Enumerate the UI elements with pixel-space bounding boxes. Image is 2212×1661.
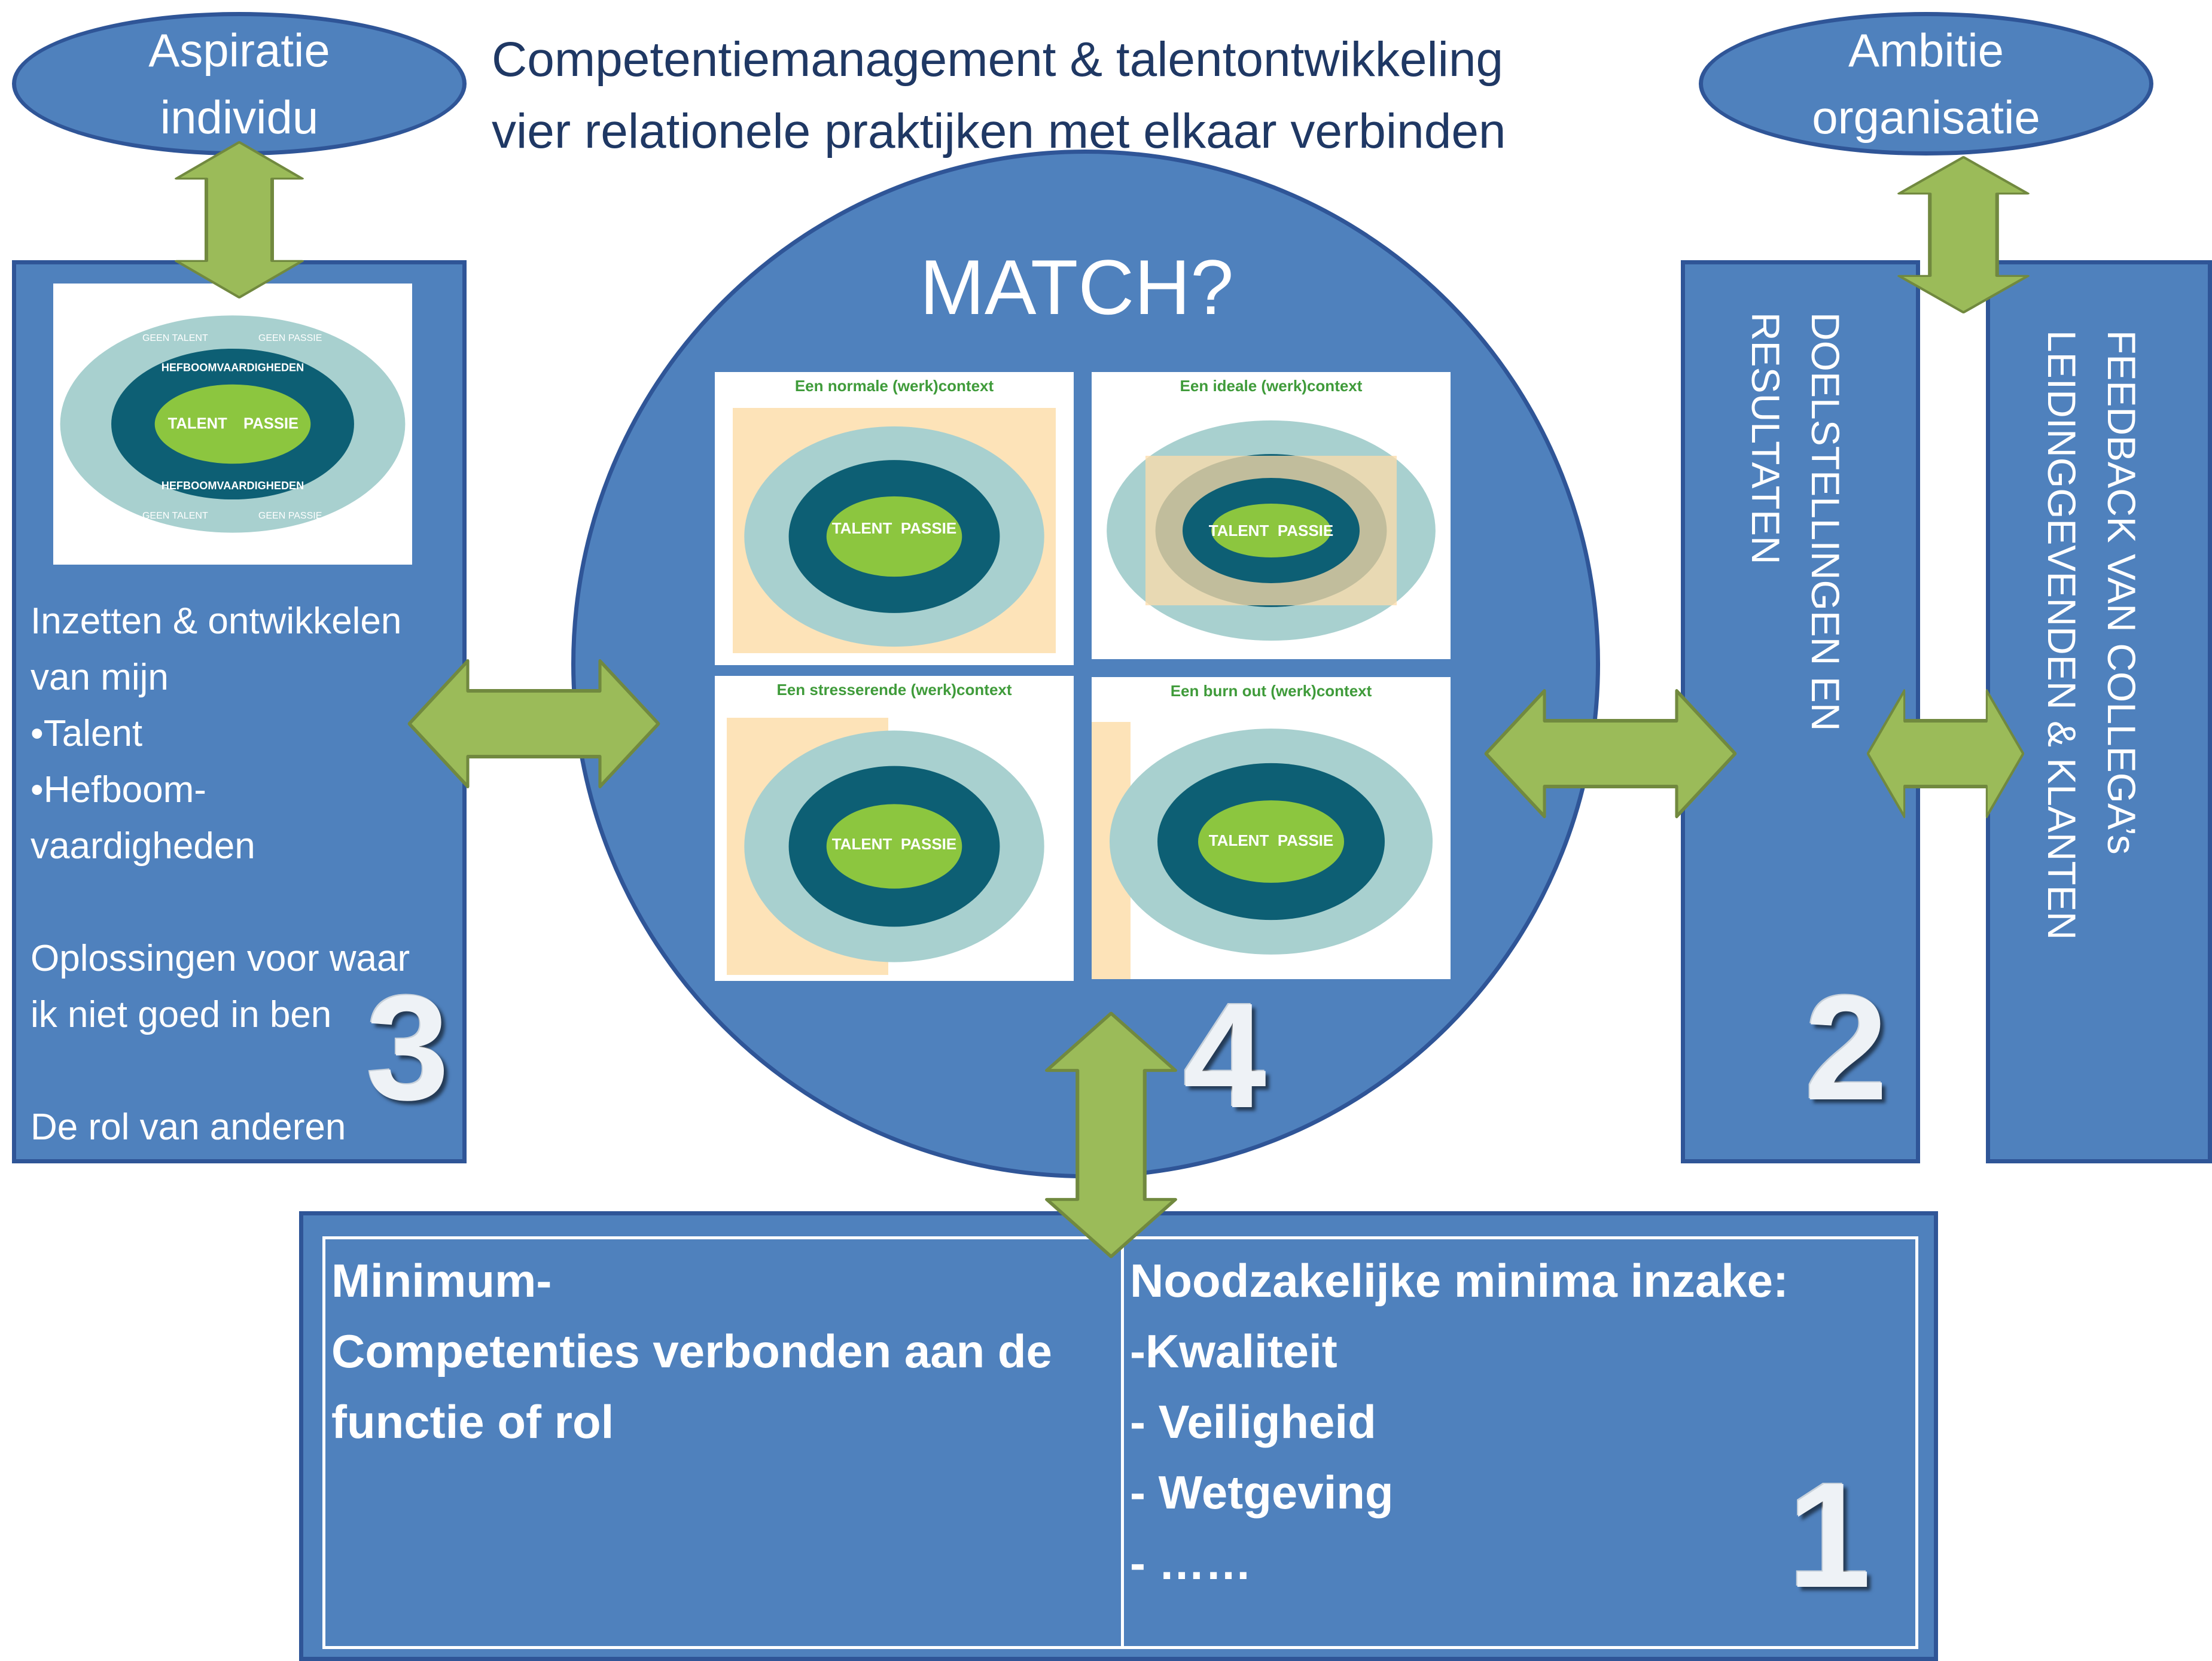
noodzakelijke-minima-text: Noodzakelijke minima inzake: -Kwaliteit … [1130,1245,1789,1598]
bottom-right-line-5: - …… [1130,1537,1252,1589]
quadrant-stress-core: TALENT PASSIE [715,835,1074,854]
model-geen-talent-top: GEEN TALENT [142,333,208,343]
title-line-2: vier relationele praktijken met elkaar v… [492,104,1506,159]
quadrant-ideal-core: TALENT PASSIE [1092,522,1451,540]
doelstellingen-line-2: RESULTATEN [1744,312,1788,565]
bottom-right-line-1: Noodzakelijke minima inzake: [1130,1254,1789,1307]
arrow-ambitie-to-panels [1896,156,2031,314]
left-panel-individual: GEEN TALENT GEEN PASSIE HEFBOOMVAARDIGHE… [12,260,467,1163]
arrow-left-panel-to-circle [407,658,661,790]
bottom-left-line-3: functie of rol [331,1395,614,1448]
number-2: 2 [1805,964,1888,1131]
model-talent: TALENT [168,415,228,432]
doelstellingen-line-1: DOELSTELLINGEN EN [1803,312,1848,732]
q4-passie: PASSIE [1277,831,1334,849]
feedback-text: FEEDBACK VAN COLLEGA’s LEIDINGGEVENDEN &… [2032,330,2152,940]
quadrant-stress-title: Een stresserende (werk)context [776,681,1012,699]
title-line-1: Competentiemanagement & talentontwikkeli… [492,32,1504,87]
model-hefboom-top: HEFBOOMVAARDIGHEDEN [162,361,304,373]
left-panel-text: Inzetten & ontwikkelen van mijn •Talent … [31,593,461,1156]
q3-passie: PASSIE [900,835,957,853]
model-geen-passie-top: GEEN PASSIE [258,333,322,343]
arrow-between-right-panels [1866,688,2025,819]
quadrant-normal-core: TALENT PASSIE [715,519,1074,538]
left-line-3: •Talent [31,713,143,754]
organisatie-label: organisatie [1812,91,2040,144]
quadrant-ideal-context: Een ideale (werk)context TALENT PASSIE [1092,372,1451,659]
q1-talent: TALENT [831,519,892,537]
bottom-left-line-2: Competenties verbonden aan de [331,1325,1052,1377]
model-geen-passie-bottom: GEEN PASSIE [258,510,322,521]
bottom-right-line-2: -Kwaliteit [1130,1325,1337,1377]
quadrant-ideal-title: Een ideale (werk)context [1180,377,1363,395]
talent-model-image: GEEN TALENT GEEN PASSIE HEFBOOMVAARDIGHE… [53,284,412,565]
left-line-6: Oplossingen voor waar [31,938,410,979]
arrow-circle-to-right-panel [1483,688,1738,819]
feedback-line-2: LEIDINGGEVENDEN & KLANTEN [2040,330,2084,940]
individu-label: individu [160,91,319,144]
left-line-2: van mijn [31,657,169,698]
q4-talent: TALENT [1208,831,1269,849]
quadrant-normal-title: Een normale (werk)context [794,377,994,395]
quadrant-burnout-core: TALENT PASSIE [1092,831,1451,850]
aspiratie-label: Aspiratie [148,24,330,77]
right-panel-doelstellingen: DOELSTELLINGEN EN RESULTATEN 2 [1681,260,1920,1163]
q2-passie: PASSIE [1277,522,1334,540]
quadrant-normal-context: Een normale (werk)context TALENT PASSIE [715,372,1074,665]
bottom-table: Minimum- Competenties verbonden aan de f… [322,1236,1918,1649]
q2-talent: TALENT [1208,522,1269,540]
left-line-5: vaardigheden [31,825,255,867]
aspiratie-individu-ellipse: Aspiratie individu [12,12,467,156]
bottom-panel-minimum: Minimum- Competenties verbonden aan de f… [299,1211,1938,1661]
diagram-title: Competentiemanagement & talentontwikkeli… [492,24,1506,167]
bottom-right-line-3: - Veiligheid [1130,1395,1376,1448]
q3-talent: TALENT [831,835,892,853]
match-heading: MATCH? [919,243,1234,331]
left-line-8: De rol van anderen [31,1107,346,1148]
bottom-right-line-4: - Wetgeving [1130,1466,1394,1519]
ambitie-organisatie-ellipse: Ambitie organisatie [1699,12,2153,156]
left-line-7: ik niet goed in ben [31,994,332,1035]
arrow-circle-to-bottom-panel [1044,1011,1178,1259]
quadrant-stress-context: Een stresserende (werk)context TALENT PA… [715,676,1074,981]
bottom-left-line-1: Minimum- [331,1254,552,1307]
table-divider [1121,1239,1124,1646]
ideal-core [1183,478,1360,583]
minimum-competenties-text: Minimum- Competenties verbonden aan de f… [331,1245,1052,1457]
model-geen-talent-bottom: GEEN TALENT [142,510,208,521]
number-4: 4 [1183,972,1267,1139]
doelstellingen-text: DOELSTELLINGEN EN RESULTATEN [1736,312,1855,732]
quadrant-burnout-context: Een burn out (werk)context TALENT PASSIE [1092,677,1451,979]
left-line-1: Inzetten & ontwikkelen [31,601,402,642]
model-passie: PASSIE [243,415,298,432]
left-line-4: •Hefboom- [31,769,206,810]
number-3: 3 [366,964,450,1131]
feedback-line-1: FEEDBACK VAN COLLEGA’s [2100,330,2144,855]
right-panel-feedback: FEEDBACK VAN COLLEGA’s LEIDINGGEVENDEN &… [1986,260,2212,1163]
model-hefboom-bottom: HEFBOOMVAARDIGHEDEN [162,480,304,492]
quadrant-burnout-title: Een burn out (werk)context [1170,682,1372,700]
arrow-aspiratie-to-panel [173,141,305,299]
q1-passie: PASSIE [900,519,957,537]
ambitie-label: Ambitie [1848,24,2004,77]
number-1: 1 [1788,1452,1872,1619]
